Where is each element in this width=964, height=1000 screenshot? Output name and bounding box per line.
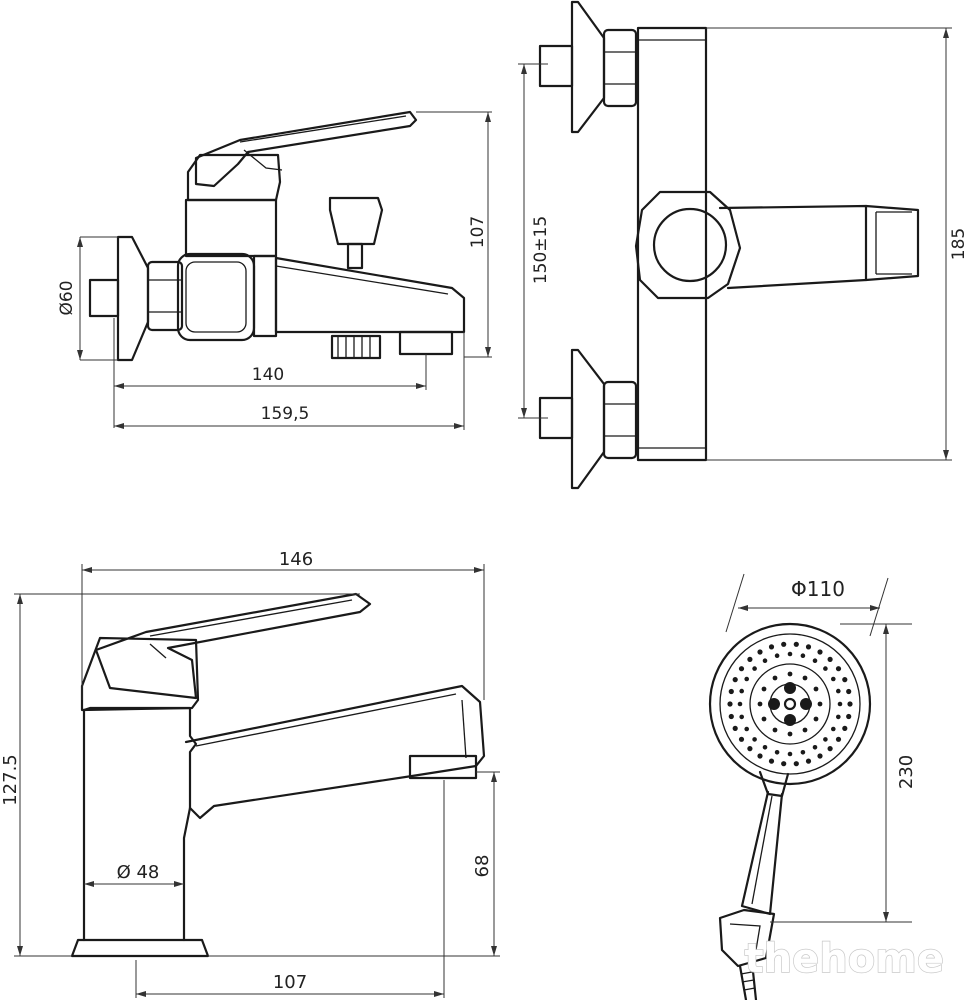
basin-mixer-side-view: 146 127.5 Ø 48 68 107: [0, 549, 500, 998]
nozzle-dot: [787, 751, 793, 757]
nozzle-dot: [762, 745, 768, 750]
nozzle-dot: [752, 737, 757, 742]
nozzle-dot: [800, 750, 806, 755]
nozzle-dot: [836, 714, 841, 720]
nozzle-dot: [732, 725, 738, 732]
nozzle-dot: [836, 688, 841, 694]
nozzle-dot: [774, 750, 780, 755]
nozzle-dot: [846, 688, 852, 695]
dim-base-diameter-label: Ø 48: [117, 862, 160, 883]
nozzle-dot: [781, 761, 787, 767]
nozzle-dot: [728, 713, 734, 720]
nozzle-dot: [744, 726, 749, 732]
bath-mixer-side-view: 107 Ø60 140 159,5: [57, 110, 492, 430]
bath-mixer-top-view: 150±15 185: [518, 0, 964, 490]
nozzle-dot: [812, 745, 818, 750]
nozzle-dot: [774, 653, 780, 658]
nozzle-dot: [827, 656, 833, 663]
dim-spout-reach-label: 140: [252, 365, 284, 385]
nozzle-dot: [831, 726, 836, 732]
nozzle-dot: [842, 725, 848, 732]
dim-basin-height-label: 127.5: [0, 754, 21, 806]
nozzle-dot: [768, 644, 775, 650]
nozzle-dot: [817, 649, 823, 655]
nozzle-dot: [827, 746, 833, 752]
nozzle-dot: [793, 641, 799, 647]
nozzle-dot: [823, 666, 828, 671]
dim-height-label: 107: [468, 216, 488, 248]
nozzle-dot: [813, 686, 819, 692]
nozzle-dot: [747, 656, 753, 663]
nozzle-pattern: [727, 641, 853, 767]
nozzle-dot: [847, 701, 853, 707]
nozzle-dot: [793, 761, 799, 767]
nozzle-dot: [802, 675, 808, 681]
dim-center-distance-label: 150±15: [531, 216, 551, 284]
dim-width-label: 146: [279, 549, 313, 570]
nozzle-dot: [727, 701, 733, 707]
nozzle-dot: [837, 701, 843, 707]
nozzle-dot: [781, 641, 787, 647]
nozzle-dot: [787, 671, 793, 677]
nozzle-dot: [831, 676, 836, 682]
nozzle-dot: [842, 677, 848, 683]
nozzle-dot: [800, 653, 806, 658]
nozzle-dot: [738, 666, 745, 672]
dim-shower-length-label: 230: [896, 755, 917, 789]
nozzle-dot: [768, 758, 775, 764]
nozzle-dot: [812, 658, 818, 663]
nozzle-dot: [835, 736, 842, 742]
nozzle-dot: [762, 658, 768, 663]
watermark-logo: thehome: [745, 936, 945, 982]
nozzle-dot: [747, 746, 753, 752]
nozzle-dot: [817, 753, 823, 759]
nozzle-dot: [761, 686, 767, 692]
nozzle-dot: [823, 737, 828, 742]
nozzle-dot: [817, 701, 823, 707]
nozzle-dot: [744, 676, 749, 682]
nozzle-dot: [757, 701, 763, 707]
nozzle-dot: [772, 727, 778, 733]
nozzle-dot: [728, 688, 734, 695]
hand-shower-view: Φ110 230: [708, 573, 917, 1000]
dim-head-diameter-label: Φ110: [791, 577, 845, 601]
dim-basin-spout-reach-label: 107: [273, 972, 307, 993]
dim-spout-height-label: 68: [472, 855, 493, 878]
nozzle-dot: [805, 644, 812, 650]
nozzle-dot: [835, 666, 842, 672]
nozzle-dot: [805, 758, 812, 764]
nozzle-dot: [737, 701, 743, 707]
dim-flange-diameter-label: Ø60: [57, 280, 77, 315]
dim-top-view-height-label: 185: [949, 228, 964, 260]
nozzle-dot: [757, 649, 763, 655]
dim-overall-length-label: 159,5: [261, 404, 310, 424]
nozzle-dot: [846, 713, 852, 720]
nozzle-dot: [739, 688, 744, 694]
nozzle-dot: [813, 716, 819, 722]
nozzle-dot: [787, 731, 793, 737]
nozzle-dot: [732, 677, 738, 683]
nozzle-dot: [802, 727, 808, 733]
nozzle-dot: [738, 736, 745, 742]
nozzle-dot: [787, 651, 793, 657]
nozzle-dot: [752, 666, 757, 671]
nozzle-dot: [761, 716, 767, 722]
nozzle-dot: [739, 714, 744, 720]
nozzle-dot: [772, 675, 778, 681]
nozzle-dot: [757, 753, 763, 759]
